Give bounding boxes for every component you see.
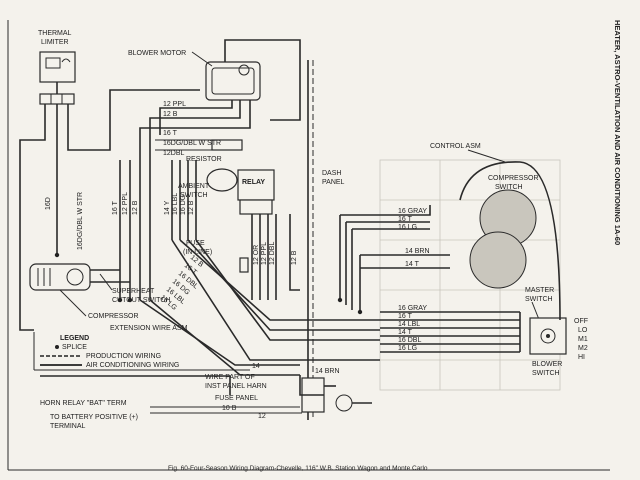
wire-lb-16dbl: 16 DBL (398, 337, 421, 344)
battery-wire-label: 10 B (222, 405, 237, 412)
fuse-in-line-label-1: FUSE (186, 240, 205, 247)
wire-lb-16gray: 16 GRAY (398, 305, 427, 312)
extension-wire-asm-label: EXTENSION WIRE ASM (110, 325, 188, 332)
splices (54, 252, 363, 315)
blower-switch-label-2: SWITCH (532, 370, 560, 377)
wire-lb-14t: 14 T (398, 329, 413, 336)
wire-14-label: 14 (252, 363, 260, 370)
wire-vert-16dg: 16DG/DBL W STR (77, 192, 84, 250)
wire-blower-12dbl: 12DBL (163, 150, 185, 157)
ambient-switch: AMBIENT SWITCH (178, 168, 238, 199)
resistor-label: RESISTOR (186, 156, 222, 163)
fuse-in-line-label-2: (IN LINE) (183, 249, 212, 256)
dash-panel-label-1: DASH (322, 170, 341, 177)
wire-vcl-12b: 12 B (132, 200, 139, 215)
wire-vc-16lbl: 16 LBL (172, 193, 179, 215)
wire-vc-14y: 14 Y (164, 200, 171, 215)
wire-cs-16lg: 16 LG (398, 224, 417, 231)
legend-production: PRODUCTION WIRING (86, 353, 161, 360)
horn-relay-label: HORN RELAY "BAT" TERM (40, 400, 127, 407)
dash-panel-label-2: PANEL (322, 179, 345, 186)
fuse-panel-wire-label: 14 BRN (315, 368, 340, 375)
compressor-switch-label-1: COMPRESSOR (488, 175, 539, 182)
compressor: COMPRESSOR (29, 263, 139, 320)
legend-ac-wiring: AIR CONDITIONING WIRING (86, 362, 179, 369)
legend-splice: SPLICE (62, 344, 87, 351)
wire-relay-12ppl: 12 PPL (261, 242, 268, 265)
wire-vc-12b: 12 B (188, 200, 195, 215)
wire-vert-16d: 16D (45, 197, 52, 210)
thermal-limiter: THERMAL LIMITER (38, 30, 76, 105)
dash-panel: DASH PANEL (307, 60, 345, 420)
master-switch-label-2: SWITCH (525, 296, 553, 303)
inst-panel-harn-label-2: INST PANEL HARN (205, 383, 267, 390)
compressor-label: COMPRESSOR (88, 313, 139, 320)
wire-blower-16t: 16 T (163, 130, 178, 137)
thermal-limiter-label-2: LIMITER (41, 39, 69, 46)
side-title: HEATER, ASTRO-VENTILATION AND AIR CONDIT… (613, 20, 622, 245)
blower-switch-pos-off: OFF (574, 318, 588, 325)
blower-switch-pos-lo: LO (578, 327, 588, 334)
relay-label: RELAY (242, 179, 265, 186)
wire-blower-16dg: 16DG/DBL W STR (163, 140, 221, 147)
relay: RELAY (237, 169, 275, 215)
wire-cs-16t: 16 T (398, 216, 413, 223)
fuse-panel-label: FUSE PANEL (215, 395, 258, 402)
master-switch-label-1: MASTER (525, 287, 554, 294)
ambient-switch-label-2: SWITCH (180, 192, 208, 199)
fuse-in-line: FUSE (IN LINE) (183, 240, 249, 273)
wire-relay-12dbl: 12 DBL (269, 242, 276, 265)
control-asm-leader (467, 149, 506, 163)
blower-switch-pos-m2: M2 (578, 345, 588, 352)
compressor-switch-label-2: SWITCH (495, 184, 523, 191)
wire-blower-12b: 12 B (163, 111, 178, 118)
control-asm-label: CONTROL ASM (430, 143, 481, 150)
wire-lb-16t: 16 T (398, 313, 413, 320)
misc-12-label: 12 (258, 413, 266, 420)
wire-ms-14brn: 14 BRN (405, 248, 430, 255)
blower-motor-label: BLOWER MOTOR (128, 50, 186, 57)
blower-switch: OFF LO M1 M2 HI BLOWER SWITCH (529, 317, 588, 377)
figure-caption: Fig. 60-Four-Season Wiring Diagram-Cheve… (168, 465, 428, 472)
wire-relay-12b: 12 B (291, 250, 298, 265)
master-switch: MASTER SWITCH (469, 231, 554, 323)
wire-blower-12ppl: 12 PPL (163, 101, 186, 108)
ambient-switch-label-1: AMBIENT (178, 183, 210, 190)
blower-motor: BLOWER MOTOR (128, 50, 261, 101)
battery-label-2: TERMINAL (50, 423, 86, 430)
legend: LEGEND SPLICE PRODUCTION WIRING AIR COND… (33, 332, 250, 371)
blower-switch-label-1: BLOWER (532, 361, 562, 368)
wire-cs-16gray: 16 GRAY (398, 208, 427, 215)
wires (19, 39, 561, 414)
blower-switch-pos-hi: HI (578, 354, 585, 361)
battery-label-1: TO BATTERY POSITIVE (+) (50, 414, 138, 421)
superheat-label-1: SUPERHEAT (112, 288, 155, 295)
thermal-limiter-label-1: THERMAL (38, 30, 72, 37)
wire-vcl-16t: 16 T (112, 200, 119, 215)
wire-ms-14t: 14 T (405, 261, 420, 268)
wire-vcl-12ppl: 12 PPL (122, 192, 129, 215)
background-grid (379, 159, 561, 391)
resistor: RESISTOR (186, 139, 243, 163)
blower-switch-pos-m1: M1 (578, 336, 588, 343)
wire-relay-12or: 12 OR (253, 245, 260, 265)
wire-vc-16dg: 16 DG (180, 195, 187, 215)
wire-lb-16lg: 16 LG (398, 345, 417, 352)
wire-lb-14lbl: 14 LBL (398, 321, 420, 328)
legend-title: LEGEND (60, 335, 89, 342)
